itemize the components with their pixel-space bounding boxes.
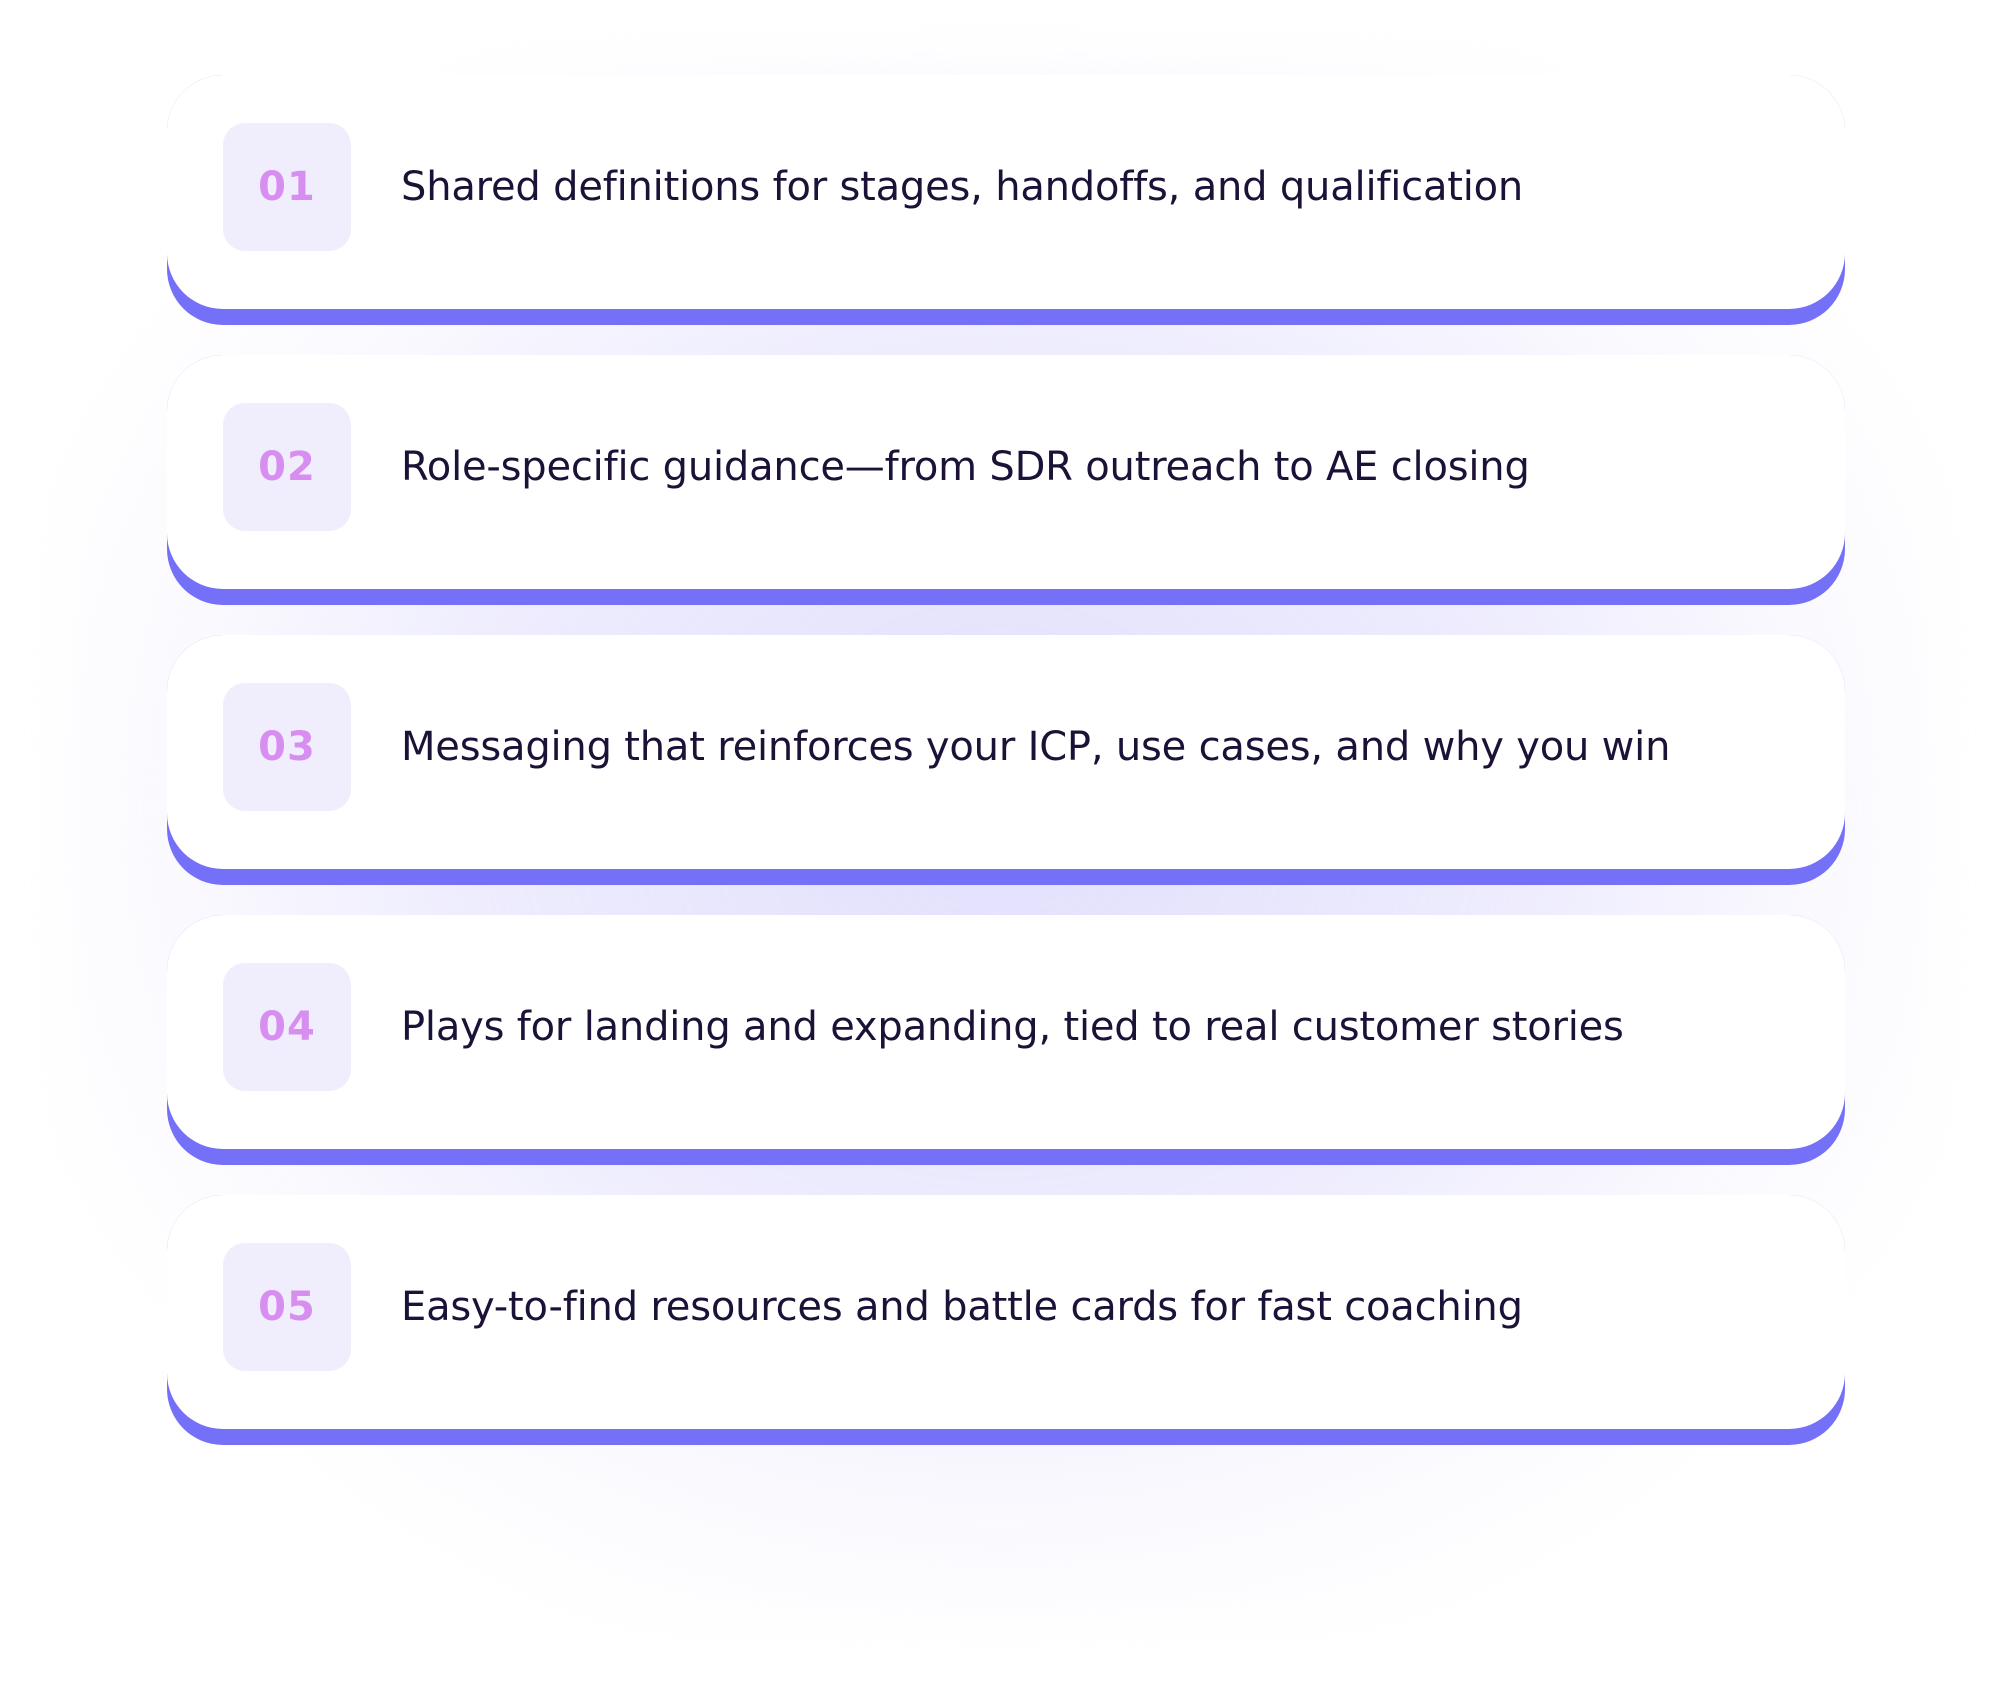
item-number: 05 (258, 1284, 316, 1330)
list-item: 01 Shared definitions for stages, handof… (167, 75, 1845, 325)
item-number: 02 (258, 444, 316, 490)
list-item-face: 02 Role-specific guidance—from SDR outre… (167, 355, 1845, 589)
list-item: 03 Messaging that reinforces your ICP, u… (167, 635, 1845, 885)
list-item: 04 Plays for landing and expanding, tied… (167, 915, 1845, 1165)
list-item-face: 03 Messaging that reinforces your ICP, u… (167, 635, 1845, 869)
item-number: 03 (258, 724, 316, 770)
list-item-face: 04 Plays for landing and expanding, tied… (167, 915, 1845, 1149)
number-badge: 01 (223, 123, 351, 251)
item-text: Messaging that reinforces your ICP, use … (401, 724, 1671, 770)
item-text: Shared definitions for stages, handoffs,… (401, 164, 1524, 210)
number-badge: 03 (223, 683, 351, 811)
number-badge: 04 (223, 963, 351, 1091)
feature-list: 01 Shared definitions for stages, handof… (167, 75, 1845, 1475)
list-item: 05 Easy-to-find resources and battle car… (167, 1195, 1845, 1445)
item-number: 04 (258, 1004, 316, 1050)
number-badge: 05 (223, 1243, 351, 1371)
list-item-face: 01 Shared definitions for stages, handof… (167, 75, 1845, 309)
item-text: Easy-to-find resources and battle cards … (401, 1284, 1523, 1330)
number-badge: 02 (223, 403, 351, 531)
item-number: 01 (258, 164, 316, 210)
item-text: Plays for landing and expanding, tied to… (401, 1004, 1624, 1050)
list-item-face: 05 Easy-to-find resources and battle car… (167, 1195, 1845, 1429)
list-item: 02 Role-specific guidance—from SDR outre… (167, 355, 1845, 605)
item-text: Role-specific guidance—from SDR outreach… (401, 444, 1530, 490)
